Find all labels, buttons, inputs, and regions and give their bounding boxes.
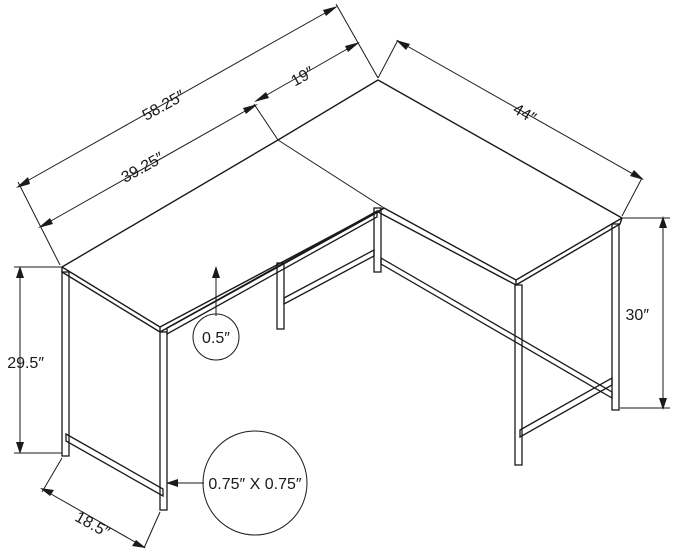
desk-top-surface bbox=[61, 79, 623, 328]
desk-back-rail bbox=[166, 209, 378, 336]
arrow-return-height-top bbox=[659, 216, 667, 228]
label-desk-height: 29.5″ bbox=[7, 355, 44, 372]
dim-line-desk-width bbox=[41, 105, 255, 227]
label-return-depth: 19″ bbox=[288, 64, 317, 90]
ext-line-desk-depth-right bbox=[143, 511, 161, 549]
desk-top-seam bbox=[277, 139, 385, 209]
label-desk-width: 39.25″ bbox=[119, 149, 168, 186]
return-side-rail bbox=[380, 256, 613, 400]
arrow-desk-width-right bbox=[243, 104, 258, 114]
dim-line-desk-depth bbox=[43, 489, 143, 547]
leg-return-back bbox=[611, 223, 620, 411]
arrow-desk-height-bottom bbox=[16, 442, 24, 454]
ext-line-total-left bbox=[17, 181, 61, 266]
desk-frame bbox=[61, 207, 620, 511]
dimension-labels: 58.25″ 39.25″ 19″ 44″ 30″ 29.5″ 18.5″ 0.… bbox=[7, 64, 649, 542]
ext-line-return-length-bottom bbox=[621, 177, 643, 217]
arrow-top-thickness bbox=[212, 266, 220, 278]
label-return-height: 30″ bbox=[626, 307, 650, 324]
label-desk-depth: 18.5″ bbox=[72, 509, 113, 542]
dim-line-return-length bbox=[399, 41, 641, 179]
arrow-return-length-bottom bbox=[630, 170, 644, 180]
leg-corner-post bbox=[373, 207, 382, 273]
arrow-desk-height-top bbox=[16, 266, 24, 278]
ext-line-total-right bbox=[335, 3, 379, 79]
leg-return-front bbox=[514, 284, 523, 466]
return-end-bottom-rail bbox=[519, 376, 613, 439]
corner-rail bbox=[283, 248, 375, 306]
arrow-desk-width-left bbox=[38, 218, 53, 228]
dimension-lines bbox=[14, 3, 670, 549]
arrow-return-depth-left bbox=[254, 92, 269, 102]
dim-line-return-depth bbox=[257, 43, 357, 101]
ext-line-return-length-top bbox=[377, 39, 399, 79]
label-leg-profile: 0.75″ X 0.75″ bbox=[208, 476, 302, 493]
ext-line-desk-depth-left bbox=[41, 457, 63, 493]
desk-top-front-edge bbox=[61, 267, 161, 333]
arrow-return-depth-right bbox=[345, 42, 360, 52]
arrow-return-height-bottom bbox=[659, 398, 667, 410]
dim-line-total-width bbox=[19, 7, 335, 186]
arrow-desk-depth-right bbox=[132, 540, 146, 548]
leg-front-left bbox=[61, 271, 70, 457]
arrow-return-length-top bbox=[396, 40, 410, 50]
ext-line-desk-width bbox=[253, 103, 279, 141]
leg-left-foot bbox=[159, 331, 168, 511]
leg-inner-corner bbox=[276, 262, 285, 330]
label-return-length: 44″ bbox=[510, 101, 539, 128]
arrow-total-width-right bbox=[323, 6, 338, 16]
arrow-leg-callout bbox=[166, 479, 178, 487]
callout-circle-thickness bbox=[192, 313, 240, 361]
label-top-thickness: 0.5″ bbox=[202, 330, 230, 347]
return-top-front-edge bbox=[515, 217, 623, 286]
left-end-bottom-rail bbox=[65, 432, 164, 498]
label-total-width: 58.25″ bbox=[140, 87, 189, 124]
